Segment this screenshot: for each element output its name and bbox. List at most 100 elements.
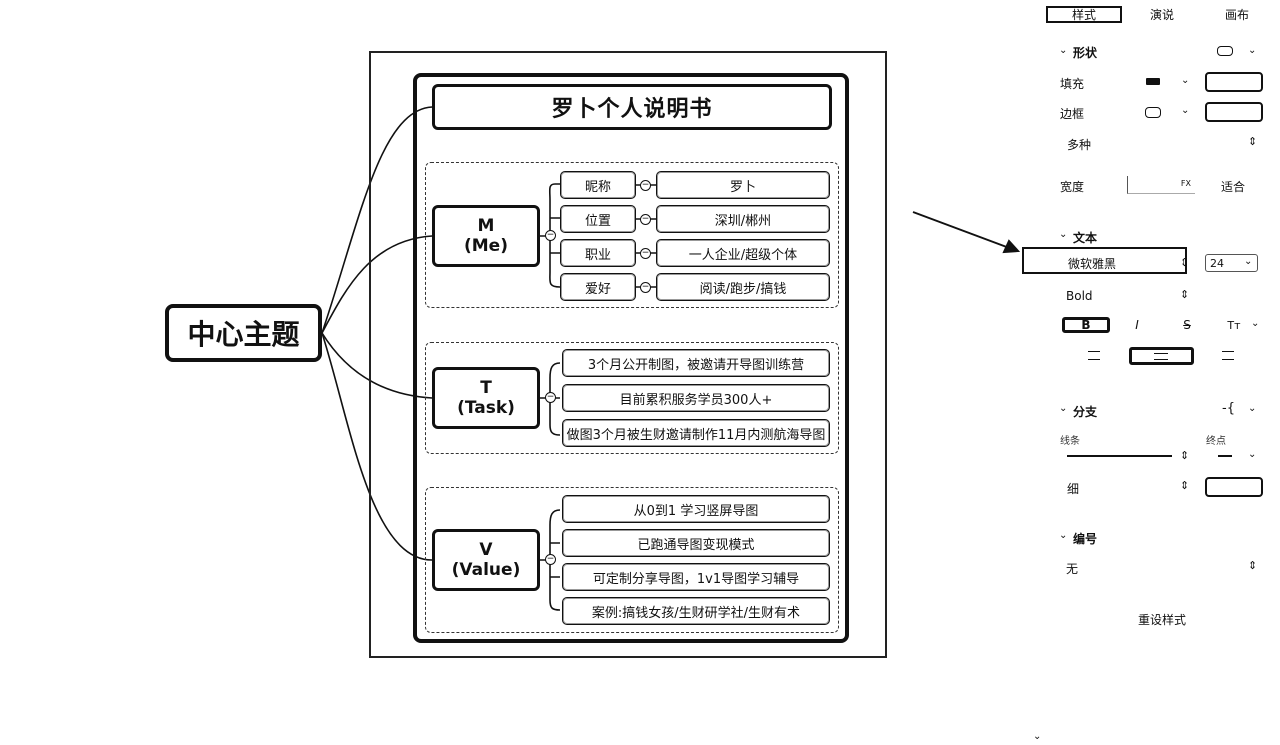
collapse-hobby-toggle[interactable]: − bbox=[640, 282, 651, 293]
shape-section-chevron-icon[interactable]: ⌄ bbox=[1059, 45, 1068, 56]
end-style-select[interactable] bbox=[1218, 455, 1232, 457]
fill-color-swatch[interactable] bbox=[1205, 72, 1263, 92]
italic-button[interactable]: I bbox=[1127, 317, 1147, 333]
v-item-3[interactable]: 可定制分享导图，1v1导图学习辅导 bbox=[562, 563, 830, 591]
align-left-icon[interactable] bbox=[1088, 351, 1100, 360]
bracket-icon[interactable]: -{ bbox=[1222, 401, 1235, 416]
shape-section-title: 形状 bbox=[1073, 46, 1098, 60]
main-node-v-label: (Value) bbox=[451, 560, 521, 580]
branch-style-chevron-icon[interactable]: ⌄ bbox=[1248, 403, 1257, 414]
m-key-job-text: 职业 bbox=[584, 247, 611, 263]
width-label: 宽度 bbox=[1060, 180, 1085, 194]
end-label: 终点 bbox=[1206, 436, 1226, 447]
map-title-node[interactable]: 罗卜个人说明书 bbox=[432, 84, 832, 130]
fill-color-icon[interactable] bbox=[1146, 78, 1160, 85]
border-label: 边框 bbox=[1060, 107, 1085, 121]
text-case-button[interactable]: Tт bbox=[1222, 317, 1246, 333]
strikethrough-button-label: S bbox=[1183, 318, 1191, 332]
border-style-updown-icon[interactable]: ⇕ bbox=[1248, 135, 1258, 148]
m-value-location[interactable]: 深圳/郴州 bbox=[656, 205, 830, 233]
m-key-location[interactable]: 位置 bbox=[560, 205, 636, 233]
font-size-chevron-icon: ⌄ bbox=[1244, 256, 1253, 267]
line-style-updown-icon[interactable]: ⇕ bbox=[1180, 449, 1190, 462]
group-v bbox=[425, 487, 839, 633]
center-topic-text: 中心主题 bbox=[187, 318, 300, 351]
font-family-select[interactable]: 微软雅黑 bbox=[1022, 247, 1187, 274]
m-key-hobby[interactable]: 爱好 bbox=[560, 273, 636, 301]
v-item-2[interactable]: 已跑通导图变现模式 bbox=[562, 529, 830, 557]
v-item-2-text: 已跑通导图变现模式 bbox=[637, 537, 755, 553]
collapse-job-toggle[interactable]: − bbox=[640, 248, 651, 259]
collapse-location-toggle[interactable]: − bbox=[640, 214, 651, 225]
m-key-nickname-text: 昵称 bbox=[584, 179, 611, 195]
v-item-4[interactable]: 案例:搞钱女孩/生财研学社/生财有术 bbox=[562, 597, 830, 625]
reset-style-button[interactable]: 重设样式 bbox=[1138, 613, 1187, 627]
font-weight-select[interactable]: Bold bbox=[1066, 289, 1093, 303]
tab-style[interactable]: 样式 bbox=[1046, 6, 1122, 23]
line-thickness-select[interactable]: 细 bbox=[1067, 482, 1080, 496]
m-value-nickname[interactable]: 罗卜 bbox=[656, 171, 830, 199]
collapse-nickname-toggle[interactable]: − bbox=[640, 180, 651, 191]
m-value-job[interactable]: 一人企业/超级个体 bbox=[656, 239, 830, 267]
branch-section-title: 分支 bbox=[1073, 405, 1098, 419]
m-value-hobby-text: 阅读/跑步/搞钱 bbox=[699, 281, 787, 297]
strikethrough-button[interactable]: S bbox=[1177, 317, 1197, 333]
fit-button[interactable]: 适合 bbox=[1221, 180, 1246, 194]
branch-color-swatch[interactable] bbox=[1205, 477, 1263, 497]
center-topic-node[interactable]: 中心主题 bbox=[165, 304, 322, 362]
collapse-v-toggle[interactable]: − bbox=[545, 554, 556, 565]
tab-present-label: 演说 bbox=[1149, 8, 1174, 22]
border-dropdown-chevron-icon[interactable]: ⌄ bbox=[1181, 105, 1190, 116]
text-case-button-label: Tт bbox=[1227, 318, 1241, 332]
border-style-select[interactable]: 多种 bbox=[1067, 138, 1092, 152]
align-center-icon bbox=[1154, 353, 1168, 360]
tab-canvas[interactable]: 画布 bbox=[1205, 6, 1269, 23]
main-node-m[interactable]: M (Me) bbox=[432, 205, 540, 267]
collapse-t-toggle[interactable]: − bbox=[545, 392, 556, 403]
border-color-swatch[interactable] bbox=[1205, 102, 1263, 122]
numbering-select[interactable]: 无 bbox=[1066, 562, 1079, 576]
font-family-value: 微软雅黑 bbox=[1068, 257, 1117, 271]
main-node-t-label: (Task) bbox=[457, 398, 515, 418]
align-center-button[interactable] bbox=[1129, 347, 1194, 365]
m-key-nickname[interactable]: 昵称 bbox=[560, 171, 636, 199]
numbering-section-chevron-icon[interactable]: ⌄ bbox=[1059, 530, 1068, 541]
align-right-icon[interactable] bbox=[1222, 351, 1234, 360]
font-family-updown-icon[interactable]: ⇕ bbox=[1180, 256, 1190, 269]
font-size-select[interactable]: 24 ⌄ bbox=[1205, 254, 1258, 272]
main-node-t-letter: T bbox=[480, 378, 492, 398]
v-item-3-text: 可定制分享导图，1v1导图学习辅导 bbox=[592, 571, 800, 587]
t-item-1-text: 3个月公开制图，被邀请开导图训练营 bbox=[587, 357, 805, 373]
end-style-chevron-icon[interactable]: ⌄ bbox=[1248, 449, 1257, 460]
m-key-job[interactable]: 职业 bbox=[560, 239, 636, 267]
numbering-updown-icon[interactable]: ⇕ bbox=[1248, 559, 1258, 572]
main-node-m-label: (Me) bbox=[464, 236, 508, 256]
font-weight-updown-icon[interactable]: ⇕ bbox=[1180, 288, 1190, 301]
rounded-rect-icon[interactable] bbox=[1217, 46, 1233, 56]
main-node-t[interactable]: T (Task) bbox=[432, 367, 540, 429]
line-label: 线条 bbox=[1060, 436, 1080, 447]
tab-present[interactable]: 演说 bbox=[1130, 6, 1194, 23]
t-item-2-text: 目前累积服务学员300人+ bbox=[619, 392, 773, 408]
panel-scroll-chevron-icon[interactable]: ⌄ bbox=[1033, 731, 1042, 742]
m-value-hobby[interactable]: 阅读/跑步/搞钱 bbox=[656, 273, 830, 301]
shape-dropdown-chevron-icon[interactable]: ⌄ bbox=[1248, 45, 1257, 56]
fill-dropdown-chevron-icon[interactable]: ⌄ bbox=[1181, 75, 1190, 86]
t-item-1[interactable]: 3个月公开制图，被邀请开导图训练营 bbox=[562, 349, 830, 377]
thickness-updown-icon[interactable]: ⇕ bbox=[1180, 479, 1190, 492]
text-section-chevron-icon[interactable]: ⌄ bbox=[1059, 229, 1068, 240]
branch-section-chevron-icon[interactable]: ⌄ bbox=[1059, 403, 1068, 414]
t-item-3[interactable]: 做图3个月被生财邀请制作11月内测航海导图 bbox=[562, 419, 830, 447]
main-node-v[interactable]: V (Value) bbox=[432, 529, 540, 591]
t-item-2[interactable]: 目前累积服务学员300人+ bbox=[562, 384, 830, 412]
width-input[interactable]: FX bbox=[1127, 176, 1195, 194]
border-shape-icon[interactable] bbox=[1145, 107, 1161, 118]
line-style-select[interactable] bbox=[1067, 455, 1172, 457]
v-item-1[interactable]: 从0到1 学习竖屏导图 bbox=[562, 495, 830, 523]
m-value-nickname-text: 罗卜 bbox=[729, 179, 756, 195]
collapse-m-toggle[interactable]: − bbox=[545, 230, 556, 241]
text-case-chevron-icon[interactable]: ⌄ bbox=[1251, 318, 1260, 329]
main-node-v-letter: V bbox=[479, 540, 493, 560]
group-m bbox=[425, 162, 839, 308]
bold-button[interactable]: B bbox=[1062, 317, 1110, 333]
